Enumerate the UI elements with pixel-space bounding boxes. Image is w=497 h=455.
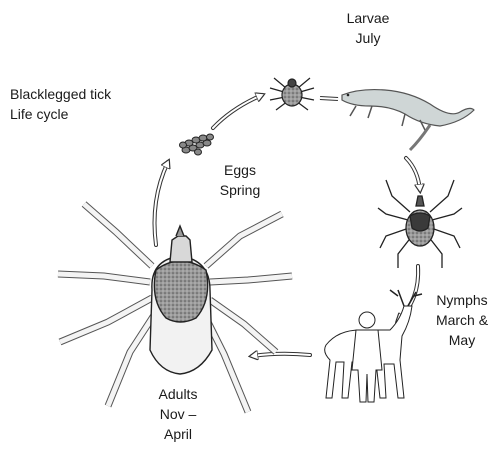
- nymph-tick-icon: [378, 180, 462, 268]
- larva-tick-icon: [270, 78, 314, 110]
- eggs-label: Eggs Spring: [208, 160, 272, 200]
- arrow-eggs-to-larva: [213, 95, 262, 128]
- larvae-label: Larvae July: [342, 8, 394, 48]
- arrow-hosts-to-adult: [252, 354, 310, 356]
- human-and-deer-icon: [325, 290, 422, 402]
- arrow-larva-to-lizard: [320, 98, 338, 99]
- adults-label: Adults Nov – April: [150, 384, 206, 444]
- arrow-adult-to-eggs: [155, 162, 169, 245]
- eggs-icon: [180, 134, 214, 155]
- nymphs-label: Nymphs March & May: [432, 290, 492, 350]
- adult-tick-icon: [58, 204, 292, 412]
- lizard-icon: [342, 90, 474, 150]
- diagram-title: Blacklegged tick Life cycle: [10, 84, 111, 124]
- arrow-lizard-to-nymph: [406, 158, 420, 190]
